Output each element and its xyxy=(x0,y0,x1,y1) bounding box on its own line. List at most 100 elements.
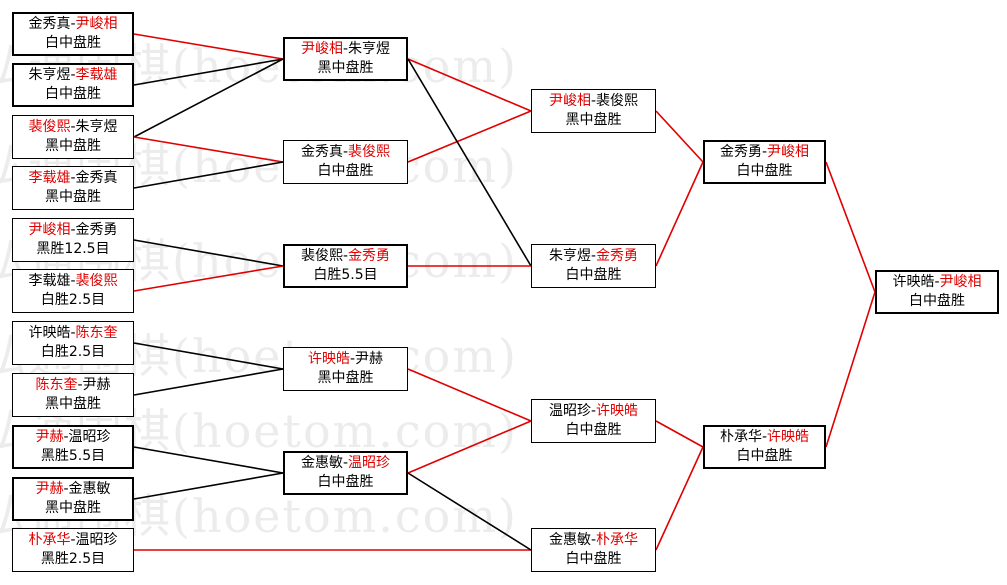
match-box-r1m4: 李载雄-金秀真黑中盘胜 xyxy=(12,166,134,210)
match-result: 白中盘胜 xyxy=(565,267,622,283)
match-result: 白中盘胜 xyxy=(565,422,622,438)
bracket-connector-r3m3-r4m2 xyxy=(655,420,704,448)
match-result: 黑中盘胜 xyxy=(565,112,622,128)
match-result: 黑中盘胜 xyxy=(45,189,101,205)
vs-dash: - xyxy=(590,248,597,264)
player-b: 温昭珍 xyxy=(348,455,391,471)
match-box-r1m6: 李载雄-裴俊熙白胜2.5目 xyxy=(12,269,134,313)
bracket-connector-r2m5-r3m3 xyxy=(407,420,532,474)
match-result: 黑中盘胜 xyxy=(45,500,101,516)
bracket-connector-r2m4-r3m3 xyxy=(407,368,532,422)
match-result: 白中盘胜 xyxy=(736,448,793,464)
match-players: 尹峻相-裴俊熙 xyxy=(549,92,638,111)
player-a: 许映皓 xyxy=(892,274,935,290)
vs-dash: - xyxy=(70,67,76,83)
player-a: 朴承华 xyxy=(719,429,762,445)
bracket-connector-r1m3-r2m2 xyxy=(133,136,284,163)
match-players: 陈东奎-尹赫 xyxy=(35,376,110,395)
match-box-r2m2: 金秀真-裴俊熙白中盘胜 xyxy=(283,140,408,184)
match-result: 白中盘胜 xyxy=(45,35,101,51)
vs-dash: - xyxy=(63,481,69,497)
bracket-connector-r1m3-r2m1 xyxy=(133,58,284,138)
match-players: 朴承华-许映皓 xyxy=(720,428,809,447)
match-result: 黑中盘胜 xyxy=(45,396,101,412)
match-box-r1m7: 许映皓-陈东奎白胜2.5目 xyxy=(12,321,134,365)
match-result: 白中盘胜 xyxy=(317,163,374,179)
match-players: 朴承华-温昭珍 xyxy=(28,531,117,550)
player-b: 金秀真 xyxy=(75,170,118,186)
bracket-connector-r3m4-r4m2 xyxy=(655,446,704,551)
player-a: 尹赫 xyxy=(35,481,64,497)
vs-dash: - xyxy=(70,273,76,289)
match-box-r1m11: 朴承华-温昭珍黑胜2.5目 xyxy=(12,528,134,572)
match-result: 黑中盘胜 xyxy=(45,138,101,154)
vs-dash: - xyxy=(63,429,69,445)
player-b: 裴俊熙 xyxy=(75,273,118,289)
bracket-connector-r1m4-r2m2 xyxy=(133,161,284,189)
player-a: 李载雄 xyxy=(28,170,71,186)
match-players: 金惠敏-朴承华 xyxy=(549,531,638,550)
vs-dash: - xyxy=(342,248,349,264)
player-b: 尹峻相 xyxy=(939,274,982,290)
player-b: 温昭珍 xyxy=(75,532,118,548)
player-b: 尹峻相 xyxy=(767,144,810,160)
player-b: 金秀勇 xyxy=(596,248,639,264)
match-box-r3m4: 金惠敏-朴承华白中盘胜 xyxy=(531,528,656,572)
match-players: 金惠敏-温昭珍 xyxy=(301,454,390,473)
player-a: 朱亨煜 xyxy=(28,67,71,83)
match-players: 李载雄-金秀真 xyxy=(28,169,117,188)
match-players: 尹赫-温昭珍 xyxy=(35,428,110,447)
player-a: 尹峻相 xyxy=(28,222,71,238)
match-result: 黑胜2.5目 xyxy=(40,551,106,567)
bracket-connector-r4m1-final xyxy=(825,161,876,293)
match-players: 金秀勇-尹峻相 xyxy=(720,143,809,162)
match-box-r1m1: 金秀真-尹峻相白中盘胜 xyxy=(12,12,134,56)
match-box-r1m10: 尹赫-金惠敏黑中盘胜 xyxy=(12,477,134,521)
bracket-connector-r2m1-r3m1 xyxy=(407,58,532,112)
player-b: 金秀勇 xyxy=(75,222,118,238)
match-box-final: 许映皓-尹峻相白中盘胜 xyxy=(875,270,999,314)
vs-dash: - xyxy=(70,222,76,238)
bracket-connector-r1m7-r2m4 xyxy=(133,342,284,370)
match-result: 白中盘胜 xyxy=(565,551,622,567)
match-players: 朱亨煜-金秀勇 xyxy=(549,247,638,266)
vs-dash: - xyxy=(934,274,940,290)
match-result: 白中盘胜 xyxy=(736,163,793,179)
bracket-connector-r1m5-r2m3 xyxy=(133,239,284,267)
match-players: 尹峻相-朱亨煜 xyxy=(301,40,390,59)
bracket-connector-r1m6-r2m3 xyxy=(133,265,284,292)
vs-dash: - xyxy=(590,93,597,109)
match-box-r2m5: 金惠敏-温昭珍白中盘胜 xyxy=(283,451,408,495)
match-players: 许映皓-陈东奎 xyxy=(28,324,117,343)
player-b: 朴承华 xyxy=(596,532,639,548)
match-box-r2m3: 裴俊熙-金秀勇白胜5.5目 xyxy=(283,244,408,288)
match-players: 许映皓-尹赫 xyxy=(308,350,383,369)
player-a: 尹峻相 xyxy=(300,41,343,57)
match-box-r3m3: 温昭珍-许映皓白中盘胜 xyxy=(531,399,656,443)
vs-dash: - xyxy=(70,170,76,186)
match-players: 尹峻相-金秀勇 xyxy=(28,221,117,240)
vs-dash: - xyxy=(342,144,349,160)
match-players: 温昭珍-许映皓 xyxy=(549,402,638,421)
match-players: 裴俊熙-朱亨煜 xyxy=(28,118,117,137)
match-box-r1m2: 朱亨煜-李载雄白中盘胜 xyxy=(12,63,134,107)
vs-dash: - xyxy=(70,325,76,341)
match-box-r1m3: 裴俊熙-朱亨煜黑中盘胜 xyxy=(12,115,134,159)
vs-dash: - xyxy=(70,16,76,32)
player-a: 许映皓 xyxy=(307,351,350,367)
bracket-connector-r3m2-r4m1 xyxy=(655,161,704,267)
player-a: 尹赫 xyxy=(35,429,64,445)
match-box-r4m2: 朴承华-许映皓白中盘胜 xyxy=(703,425,826,469)
match-result: 黑胜12.5目 xyxy=(36,241,110,257)
vs-dash: - xyxy=(342,455,349,471)
match-result: 白中盘胜 xyxy=(909,293,965,309)
match-players: 金秀真-裴俊熙 xyxy=(301,143,390,162)
player-b: 许映皓 xyxy=(767,429,810,445)
player-a: 金惠敏 xyxy=(548,532,591,548)
match-players: 朱亨煜-李载雄 xyxy=(28,66,117,85)
match-box-r2m4: 许映皓-尹赫黑中盘胜 xyxy=(283,347,408,391)
vs-dash: - xyxy=(761,144,768,160)
player-a: 陈东奎 xyxy=(35,377,78,393)
vs-dash: - xyxy=(349,351,356,367)
